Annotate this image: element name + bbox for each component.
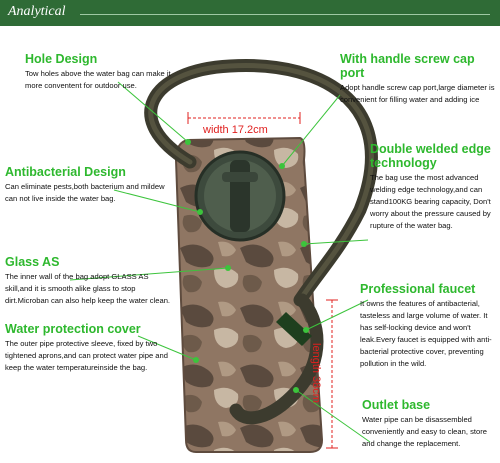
feature-title: Outlet base bbox=[362, 398, 431, 412]
feature-title: Glass AS bbox=[5, 255, 60, 269]
feature-title: Water protection cover bbox=[5, 322, 141, 336]
feature-description: The outer pipe protective sleeve, fixed … bbox=[5, 339, 168, 372]
header-rule bbox=[80, 14, 490, 15]
pointer-lines bbox=[69, 81, 371, 443]
width-dimension bbox=[187, 112, 301, 124]
header-title: Analytical bbox=[8, 4, 66, 19]
length-dimension bbox=[326, 299, 338, 449]
feature-description: Water pipe can be disassembled convenien… bbox=[362, 415, 487, 448]
feature-title: Professional faucet bbox=[360, 282, 476, 296]
feature-screw-cap: With handle screw cap port Adopt handle … bbox=[340, 52, 498, 106]
feature-description: Tow holes above the water bag can make i… bbox=[25, 69, 171, 90]
feature-glass-as: Glass AS The inner wall of the bag adopt… bbox=[5, 255, 173, 307]
faucet-valve bbox=[276, 312, 312, 346]
feature-hole-design: Hole Design Tow holes above the water ba… bbox=[25, 52, 175, 92]
feature-description: Adopt handle screw cap port,large diamet… bbox=[340, 83, 495, 104]
feature-description: The bag use the most advanced welding ed… bbox=[370, 173, 491, 230]
pointer-dots bbox=[185, 139, 309, 393]
length-label: length 38cm bbox=[309, 343, 322, 403]
feature-double-welded: Double welded edge technology The bag us… bbox=[370, 142, 498, 232]
header-bar: Analytical bbox=[0, 0, 500, 26]
feature-title: Hole Design bbox=[25, 52, 98, 66]
feature-water-protection-cover: Water protection cover The outer pipe pr… bbox=[5, 322, 175, 374]
feature-description: Can eliminate pests,both bacterium and m… bbox=[5, 182, 165, 203]
feature-description: It owns the features of antibacterial, t… bbox=[360, 299, 492, 368]
feature-title: With handle screw cap port bbox=[340, 52, 475, 80]
feature-outlet-base: Outlet base Water pipe can be disassembl… bbox=[362, 398, 498, 450]
feature-title: Double welded edge technology bbox=[370, 142, 491, 170]
feature-antibacterial: Antibacterial Design Can eliminate pests… bbox=[5, 165, 175, 205]
feature-description: The inner wall of the bag adopt GLASS AS… bbox=[5, 272, 171, 305]
width-label: width 17.2cm bbox=[203, 124, 268, 136]
feature-title: Antibacterial Design bbox=[5, 165, 126, 179]
feature-professional-faucet: Professional faucet It owns the features… bbox=[360, 282, 498, 370]
